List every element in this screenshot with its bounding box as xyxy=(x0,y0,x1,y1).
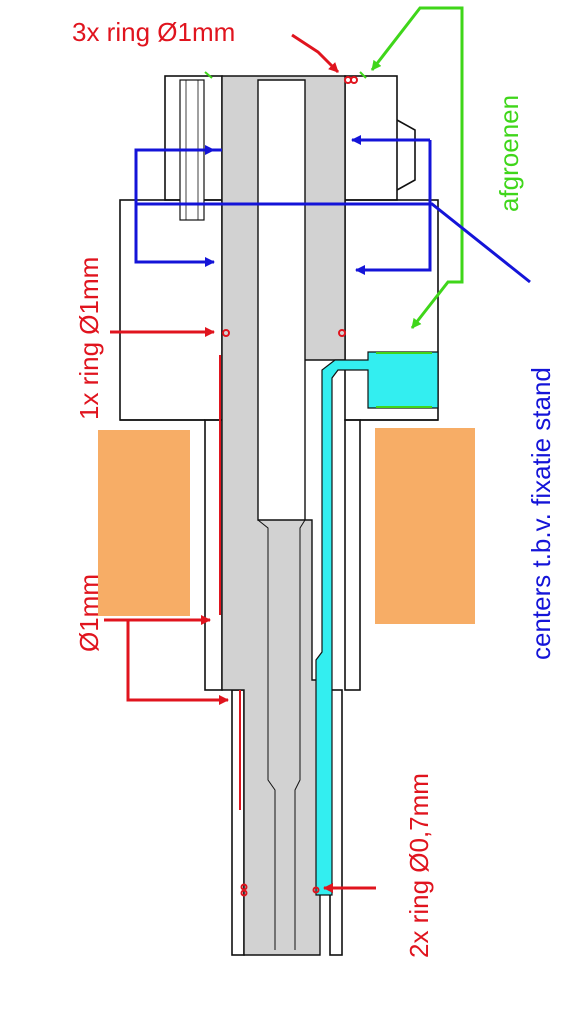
label-green-note: afgroenen xyxy=(494,95,524,212)
blue-frame-left xyxy=(134,148,222,267)
label-left-ring: 1x ring Ø1mm xyxy=(74,257,104,420)
arrow-diameter-lower xyxy=(126,620,229,705)
blue-centre-line xyxy=(136,202,531,284)
central-bore xyxy=(257,80,306,950)
right-orange-block xyxy=(375,428,475,624)
label-blue-note: centers t.b.v. fixatie stand xyxy=(526,367,556,660)
arrow-green-top xyxy=(370,6,464,71)
arrow-green-bottom xyxy=(410,8,464,329)
left-orange-block xyxy=(98,430,190,616)
seal-rings xyxy=(219,76,358,897)
outer-housing xyxy=(119,75,439,956)
label-bottom-rings: 2x ring Ø0,7mm xyxy=(404,773,434,958)
blue-frame-right xyxy=(355,140,432,275)
green-marks xyxy=(204,71,432,408)
label-left-diameter: Ø1mm xyxy=(74,574,104,652)
label-top-rings: 3x ring Ø1mm xyxy=(72,17,235,47)
arrow-top-rings xyxy=(291,33,340,74)
